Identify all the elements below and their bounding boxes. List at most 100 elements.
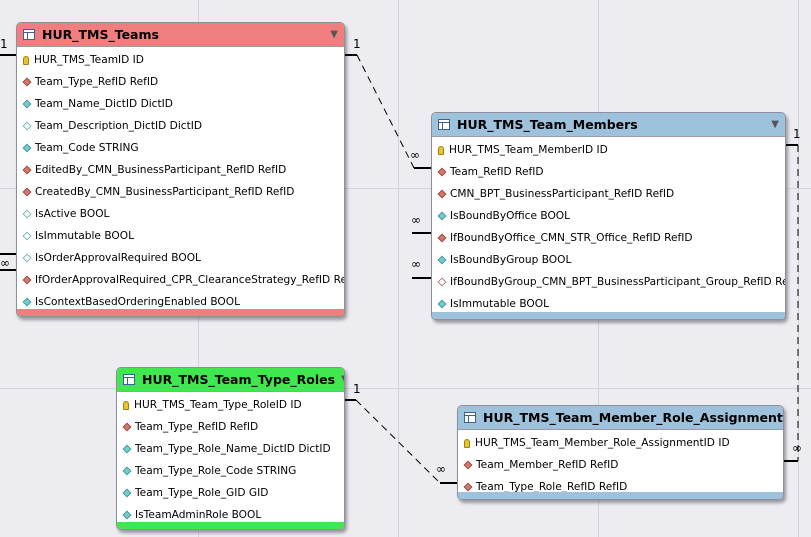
column-label: Team_Type_RefID RefID: [135, 421, 259, 433]
entity-hur-tms-team-member-role-assignments[interactable]: HUR_TMS_Team_Member_Role_Assignments ▼ H…: [457, 405, 784, 500]
entity-hur-tms-team-members[interactable]: HUR_TMS_Team_Members ▼ HUR_TMS_Team_Memb…: [431, 112, 786, 320]
entity-column-row[interactable]: Team_Name_DictID DictID: [17, 93, 344, 115]
entity-column-row[interactable]: IsOrderApprovalRequired BOOL: [17, 247, 344, 269]
column-label: Team_Member_RefID RefID: [476, 459, 619, 471]
column-list: HUR_TMS_Team_Type_RoleID ID Team_Type_Ref…: [117, 392, 344, 526]
column-label: IsBoundByGroup BOOL: [450, 254, 572, 266]
entity-column-row[interactable]: Team_Type_Role_Name_DictID DictID: [117, 438, 344, 460]
primary-key-icon: [464, 438, 470, 448]
entity-column-row[interactable]: IsBoundByOffice BOOL: [432, 205, 785, 227]
cardinality-many-label: ∞: [411, 257, 421, 271]
table-icon: [123, 374, 135, 385]
column-label: Team_Type_Role_RefID RefID: [476, 481, 628, 493]
foreign-key-icon: [463, 460, 473, 470]
attribute-icon: [122, 488, 132, 498]
entity-footer: [117, 522, 344, 529]
attribute-icon: [22, 99, 32, 109]
table-icon: [464, 412, 476, 423]
entity-column-row[interactable]: Team_Type_RefID RefID: [117, 416, 344, 438]
entity-column-row[interactable]: Team_Type_Role_RefID RefID: [458, 476, 783, 498]
entity-column-row[interactable]: Team_Member_RefID RefID: [458, 454, 783, 476]
column-label: IsContextBasedOrderingEnabled BOOL: [35, 296, 240, 308]
column-label: IsOrderApprovalRequired BOOL: [35, 252, 201, 264]
attribute-icon: [437, 255, 447, 265]
entity-column-row[interactable]: IsActive BOOL: [17, 203, 344, 225]
primary-key-icon: [23, 55, 29, 65]
entity-column-row[interactable]: EditedBy_CMN_BusinessParticipant_RefID R…: [17, 159, 344, 181]
entity-column-row[interactable]: IfOrderApprovalRequired_CPR_ClearanceStr…: [17, 269, 344, 291]
entity-column-row[interactable]: HUR_TMS_Team_Member_Role_AssignmentID ID: [458, 432, 783, 454]
column-list: HUR_TMS_Team_MemberID ID Team_RefID RefID…: [432, 137, 785, 315]
column-label: HUR_TMS_Team_Type_RoleID ID: [134, 399, 302, 411]
entity-header[interactable]: HUR_TMS_Team_Members ▼: [432, 113, 785, 137]
entity-header[interactable]: HUR_TMS_Team_Type_Roles ▼: [117, 368, 344, 392]
cardinality-many-label: ∞: [411, 213, 421, 227]
entity-column-row[interactable]: IsContextBasedOrderingEnabled BOOL: [17, 291, 344, 313]
entity-column-row[interactable]: IfBoundByOffice_CMN_STR_Office_RefID Ref…: [432, 227, 785, 249]
column-list: HUR_TMS_TeamID ID Team_Type_RefID RefID Te…: [17, 47, 344, 313]
entity-column-row[interactable]: CreatedBy_CMN_BusinessParticipant_RefID …: [17, 181, 344, 203]
foreign-key-icon: [437, 167, 447, 177]
roles-to-assignments-line: [355, 399, 441, 484]
column-label: CreatedBy_CMN_BusinessParticipant_RefID …: [35, 186, 295, 198]
cardinality-one-label: 1: [353, 37, 361, 51]
attribute-icon: [22, 231, 32, 241]
column-label: IfBoundByOffice_CMN_STR_Office_RefID Ref…: [450, 232, 693, 244]
entity-column-row[interactable]: HUR_TMS_Team_MemberID ID: [432, 139, 785, 161]
entity-column-row[interactable]: IsTeamAdminRole BOOL: [117, 504, 344, 526]
column-list: HUR_TMS_Team_Member_Role_AssignmentID ID…: [458, 430, 783, 498]
entity-footer: [458, 492, 783, 499]
entity-column-row[interactable]: Team_Type_Role_Code STRING: [117, 460, 344, 482]
entity-column-row[interactable]: CMN_BPT_BusinessParticipant_RefID RefID: [432, 183, 785, 205]
foreign-key-icon: [122, 422, 132, 432]
foreign-key-icon: [22, 275, 32, 285]
column-label: Team_Type_Role_Code STRING: [135, 465, 297, 477]
collapse-arrow-icon[interactable]: ▼: [771, 119, 779, 130]
column-label: IsActive BOOL: [35, 208, 110, 220]
column-label: HUR_TMS_TeamID ID: [34, 54, 144, 66]
attribute-icon: [122, 444, 132, 454]
column-label: Team_Name_DictID DictID: [35, 98, 173, 110]
column-label: Team_Description_DictID DictID: [35, 120, 203, 132]
entity-footer: [432, 312, 785, 319]
entity-column-row[interactable]: Team_RefID RefID: [432, 161, 785, 183]
entity-column-row[interactable]: HUR_TMS_TeamID ID: [17, 49, 344, 71]
column-label: EditedBy_CMN_BusinessParticipant_RefID R…: [35, 164, 287, 176]
entity-header[interactable]: HUR_TMS_Team_Member_Role_Assignments ▼: [458, 406, 783, 430]
column-label: HUR_TMS_Team_MemberID ID: [449, 144, 608, 156]
collapse-arrow-icon[interactable]: ▼: [330, 29, 338, 40]
column-label: CMN_BPT_BusinessParticipant_RefID RefID: [450, 188, 675, 200]
entity-hur-tms-teams[interactable]: HUR_TMS_Teams ▼ HUR_TMS_TeamID ID Team_Ty…: [16, 22, 345, 317]
column-label: Team_Type_Role_GID GID: [135, 487, 269, 499]
column-label: IfOrderApprovalRequired_CPR_ClearanceStr…: [35, 274, 345, 286]
entity-column-row[interactable]: Team_Code STRING: [17, 137, 344, 159]
cardinality-many-label: ∞: [436, 462, 446, 476]
foreign-key-icon: [22, 187, 32, 197]
column-label: IfBoundByGroup_CMN_BPT_BusinessParticipa…: [450, 276, 786, 288]
entity-column-row[interactable]: Team_Type_Role_GID GID: [117, 482, 344, 504]
attribute-icon: [122, 466, 132, 476]
cardinality-one-label: 1: [353, 382, 361, 396]
cardinality-one-label: 1: [793, 127, 801, 141]
entity-column-row[interactable]: IfBoundByGroup_CMN_BPT_BusinessParticipa…: [432, 271, 785, 293]
entity-column-row[interactable]: IsImmutable BOOL: [17, 225, 344, 247]
entity-column-row[interactable]: Team_Description_DictID DictID: [17, 115, 344, 137]
entity-column-row[interactable]: IsImmutable BOOL: [432, 293, 785, 315]
entity-column-row[interactable]: Team_Type_RefID RefID: [17, 71, 344, 93]
primary-key-icon: [123, 400, 129, 410]
entity-title: HUR_TMS_Team_Type_Roles: [142, 372, 336, 387]
entity-column-row[interactable]: IsBoundByGroup BOOL: [432, 249, 785, 271]
foreign-key-icon: [22, 77, 32, 87]
attribute-icon: [437, 299, 447, 309]
entity-hur-tms-team-type-roles[interactable]: HUR_TMS_Team_Type_Roles ▼ HUR_TMS_Team_T…: [116, 367, 345, 530]
entity-column-row[interactable]: HUR_TMS_Team_Type_RoleID ID: [117, 394, 344, 416]
entity-header[interactable]: HUR_TMS_Teams ▼: [17, 23, 344, 47]
column-label: Team_Type_RefID RefID: [35, 76, 159, 88]
teams-to-members-line: [356, 54, 415, 169]
collapse-arrow-icon[interactable]: ▼: [341, 374, 344, 385]
primary-key-icon: [438, 145, 444, 155]
column-label: IsImmutable BOOL: [450, 298, 549, 310]
cardinality-many-label: ∞: [0, 256, 10, 270]
column-label: Team_RefID RefID: [450, 166, 544, 178]
